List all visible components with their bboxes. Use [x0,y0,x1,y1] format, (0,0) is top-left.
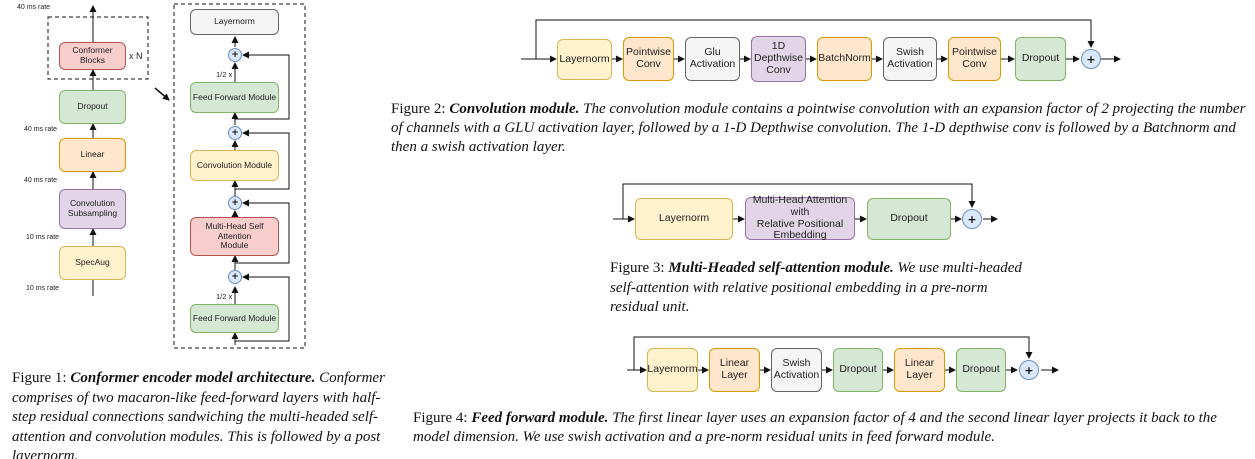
rate-label-subsampling: 40 ms rate [24,177,58,184]
mhsa-residual-add-node: + [962,209,982,229]
conv-swish-activation-box: Swish Activation [883,37,937,81]
conv-batchnorm-box: BatchNorm [817,37,872,81]
rate-label-linear: 40 ms rate [24,126,58,133]
figure3-caption-title: Multi-Headed self-attention module. [668,260,894,276]
conv-pointwise-conv-2-box: Pointwise Conv [948,37,1001,81]
mhsa-layernorm-box: Layernorm [635,198,733,240]
dropout-box: Dropout [59,90,126,124]
figure1-caption-label: Figure 1: [12,370,71,386]
half-step-label-top: 1/2 x [216,70,233,79]
detail-convolution-module-box: Convolution Module [190,150,279,181]
rate-label-bottom: 10 ms rate [26,285,60,292]
figure1-caption-body: Conformer comprises of two macaron-like … [12,370,385,459]
conv-dropout-box: Dropout [1015,37,1066,81]
conv-layernorm-box: Layernorm [557,39,612,80]
rate-label-top: 40 ms rate [17,4,51,11]
ffn-residual-add-node: + [1019,360,1039,380]
figure1-caption: Figure 1: Conformer encoder model archit… [12,369,387,459]
conv-glu-activation-box: Glu Activation [685,37,740,81]
half-step-label-bottom: 1/2 x [216,292,233,301]
ffn-layernorm-box: Layernorm [647,348,698,392]
figure4-caption-label: Figure 4: [413,410,472,426]
figure4-caption-title: Feed forward module. [471,410,609,426]
detail-layernorm-box: Layernorm [190,9,279,35]
figure4-caption: Figure 4: Feed forward module. The first… [413,409,1253,447]
conv-depthwise-conv-box: 1D Depthwise Conv [751,36,806,82]
figure1-caption-title: Conformer encoder model architecture. [70,370,316,386]
figure4-caption-body: The first linear layer uses an expansion… [413,410,1217,445]
figure3-caption: Figure 3: Multi-Headed self-attention mo… [610,259,1030,318]
ffn-linear-layer-2-box: Linear Layer [894,348,945,392]
ffn-dropout-1-box: Dropout [833,348,883,392]
ffn-linear-layer-1-box: Linear Layer [709,348,760,392]
ffn-swish-activation-box: Swish Activation [771,348,822,392]
linear-box: Linear [59,138,126,172]
rate-label-specaug: 10 ms rate [26,234,60,241]
conformer-blocks-box: Conformer Blocks [59,42,126,70]
figure2-caption: Figure 2: Convolution module. The convol… [391,100,1251,157]
figure2-caption-title: Convolution module. [449,101,580,117]
repeat-n-label: x N [129,51,143,61]
ffn-dropout-2-box: Dropout [956,348,1006,392]
residual-add-node-3: + [228,126,242,140]
figure2-caption-body: The convolution module contains a pointw… [391,101,1246,155]
specaug-box: SpecAug [59,246,126,280]
residual-add-node-4: + [228,48,242,62]
detail-feed-forward-bottom-box: Feed Forward Module [190,304,279,333]
conv-pointwise-conv-1-box: Pointwise Conv [623,37,674,81]
detail-feed-forward-top-box: Feed Forward Module [190,82,279,113]
mhsa-dropout-box: Dropout [867,198,951,240]
figure3-caption-body: We use multi-headed self-attention with … [610,260,1022,315]
conv-residual-add-node: + [1081,49,1101,69]
residual-add-node-2: + [228,196,242,210]
convolution-subsampling-box: Convolution Subsampling [59,189,126,229]
mhsa-attention-box: Multi-Head Attention with Relative Posit… [745,194,855,241]
figure2-caption-label: Figure 2: [391,101,450,117]
figure3-caption-label: Figure 3: [610,260,669,276]
detail-mhsa-box: Multi-Head Self Attention Module [190,217,279,256]
residual-add-node-1: + [228,270,242,284]
